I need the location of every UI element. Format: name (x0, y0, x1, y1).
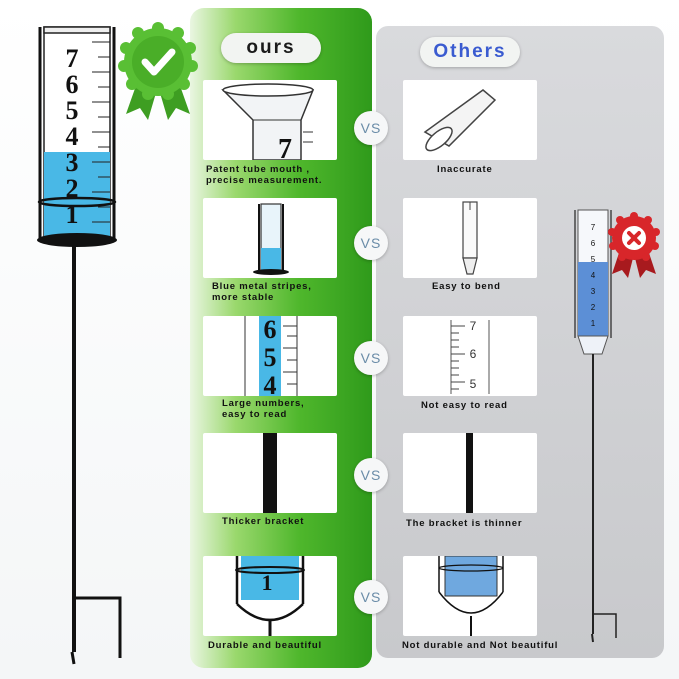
small-rain-gauge: 7 6 5 4 3 2 1 (572, 206, 622, 646)
tube-number: 7 (278, 134, 292, 160)
svg-text:6: 6 (470, 347, 477, 361)
ours-caption-3: Large numbers, easy to read (222, 398, 305, 420)
ours-image-tube-mouth: 7 (203, 80, 337, 160)
vs-badge: VS (354, 226, 388, 260)
others-caption-1: Inaccurate (437, 164, 493, 175)
small-gauge-number: 6 (591, 239, 596, 248)
others-caption-5: Not durable and Not beautiful (402, 640, 559, 651)
gauge-number: 1 (66, 200, 79, 229)
others-caption-2: Easy to bend (432, 281, 501, 292)
vs-badge: VS (354, 580, 388, 614)
svg-text:1: 1 (262, 570, 273, 595)
others-image-not-durable (403, 556, 537, 636)
small-gauge-number: 7 (591, 223, 596, 232)
others-image-tube-mouth (403, 80, 537, 160)
ours-image-durable: 1 (203, 556, 337, 636)
gauge-number: 7 (66, 44, 79, 73)
others-image-thin-bracket (403, 433, 537, 513)
svg-text:5: 5 (470, 377, 477, 391)
ours-caption-5: Durable and beautiful (208, 640, 322, 651)
ours-caption-2: Blue metal stripes, more stable (212, 281, 312, 303)
others-image-bend (403, 198, 537, 278)
small-gauge-number: 4 (591, 271, 596, 280)
others-image-small-numbers: 7 6 5 (403, 316, 537, 396)
small-gauge-number: 2 (591, 303, 596, 312)
vs-badge: VS (354, 341, 388, 375)
check-badge-icon (118, 22, 198, 120)
svg-text:7: 7 (470, 319, 477, 333)
others-caption-3: Not easy to read (421, 400, 508, 411)
small-gauge-number: 1 (591, 319, 596, 328)
ours-caption-4: Thicker bracket (222, 516, 305, 527)
ours-caption-1: Patent tube mouth , precise measurement. (206, 164, 323, 186)
others-caption-4: The bracket is thinner (406, 518, 523, 529)
vs-badge: VS (354, 458, 388, 492)
others-label: Others (420, 37, 520, 67)
ours-image-large-numbers: 6 5 4 (203, 316, 337, 396)
gauge-number: 2 (66, 174, 79, 203)
ours-label: ours (221, 33, 321, 63)
svg-text:4: 4 (264, 371, 277, 396)
gauge-number: 6 (66, 70, 79, 99)
gauge-number: 4 (66, 122, 79, 151)
gauge-number: 5 (66, 96, 79, 125)
x-badge-icon (608, 212, 660, 278)
large-rain-gauge: 7 6 5 4 3 2 1 (30, 22, 140, 672)
vs-badge: VS (354, 111, 388, 145)
svg-text:5: 5 (264, 343, 277, 372)
small-gauge-number: 5 (591, 255, 596, 264)
svg-text:6: 6 (264, 316, 277, 344)
ours-image-blue-stripes (203, 198, 337, 278)
small-gauge-number: 3 (591, 287, 596, 296)
gauge-number: 3 (66, 148, 79, 177)
ours-image-thick-bracket (203, 433, 337, 513)
